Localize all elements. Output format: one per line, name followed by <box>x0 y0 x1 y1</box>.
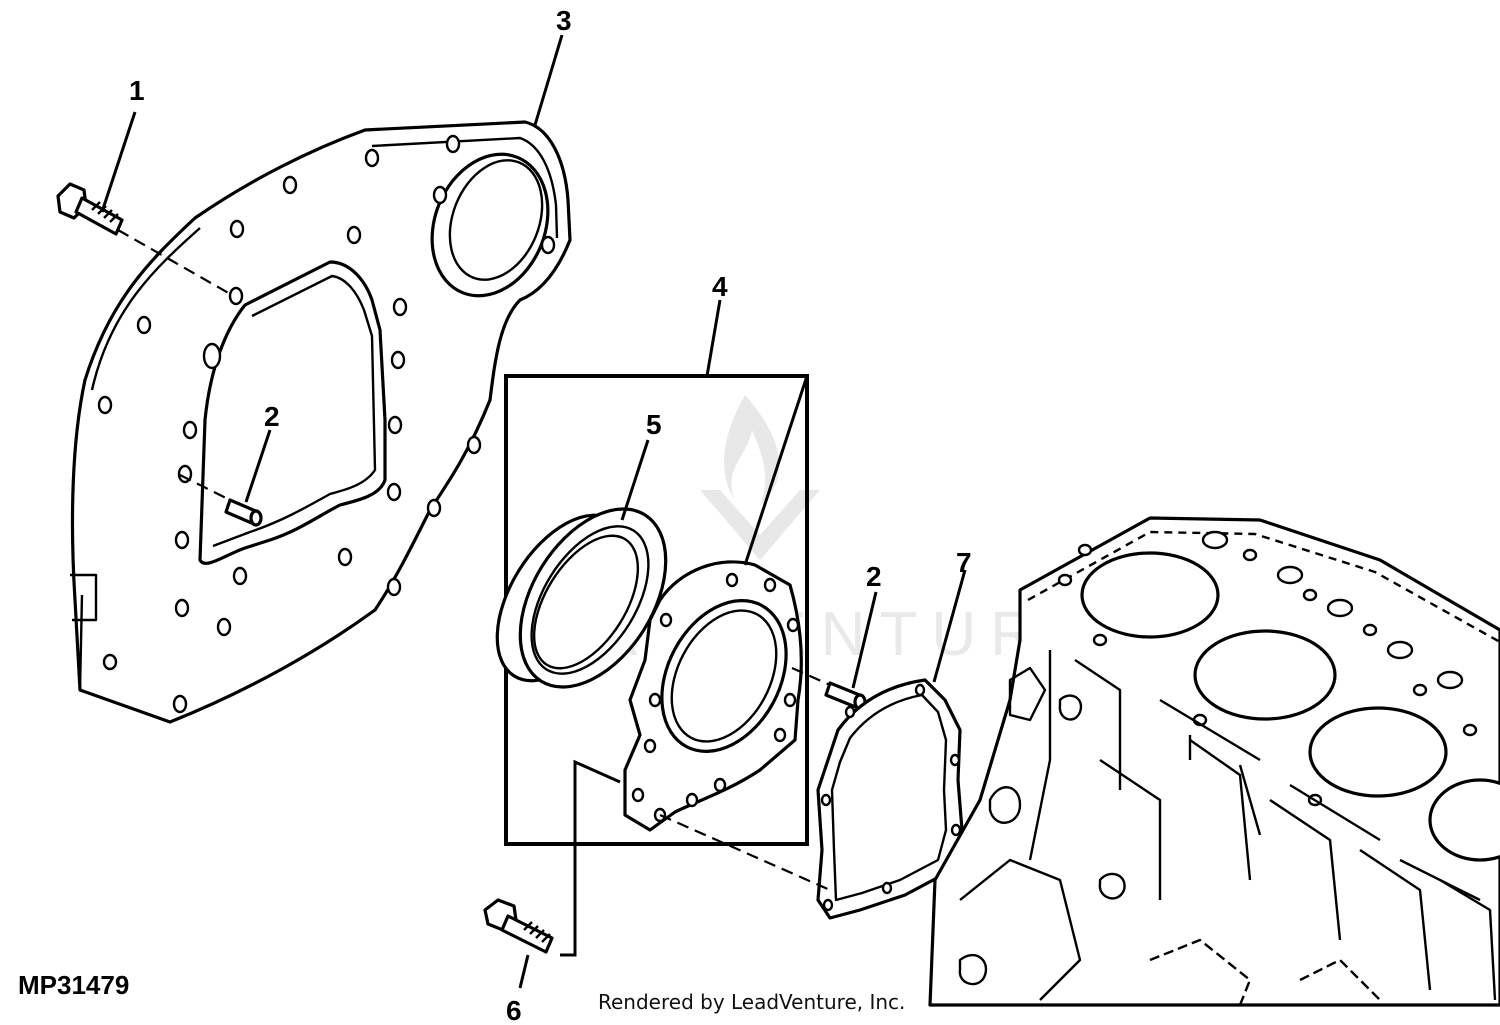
callout-2-lower: 2 <box>866 561 882 592</box>
dowel-pin-upper <box>224 498 263 527</box>
callout-7: 7 <box>956 547 972 578</box>
render-credit: Rendered by LeadVenture, Inc. <box>598 990 905 1014</box>
leader-lines <box>100 34 967 989</box>
flywheel-housing-plate <box>70 120 572 724</box>
leader-1 <box>100 111 137 213</box>
callout-1: 1 <box>129 75 145 106</box>
callout-5: 5 <box>646 409 662 440</box>
seal-housing <box>623 560 803 832</box>
leader-6 <box>518 954 530 989</box>
leader-4-diag <box>743 375 809 566</box>
plate-bolt-holes <box>97 134 556 714</box>
leader-4 <box>705 299 722 377</box>
screw-1-centerline <box>117 229 233 296</box>
gasket-7 <box>816 678 964 920</box>
pin-upper-centerline <box>179 474 231 501</box>
leader-2a <box>244 429 272 503</box>
engine-block <box>928 516 1500 1007</box>
leader-3 <box>533 34 564 126</box>
figure-code: MP31479 <box>18 970 129 1000</box>
dowel-pin-lower <box>824 681 867 711</box>
leader-7 <box>932 569 967 683</box>
pin-lower-centerline <box>791 666 831 687</box>
callout-6: 6 <box>506 995 522 1025</box>
callout-2-upper: 2 <box>264 401 280 432</box>
cap-screw-1 <box>56 182 124 236</box>
leader-2b <box>851 591 878 689</box>
callout-3: 3 <box>556 5 572 36</box>
cap-screw-6 <box>483 898 554 954</box>
leader-6-route <box>560 759 621 957</box>
callout-4: 4 <box>712 271 728 302</box>
rear-oil-seal <box>495 507 668 689</box>
housing-bolt-centerline <box>659 813 831 892</box>
callouts: 1 2 3 4 5 2 7 6 <box>129 5 972 1025</box>
leader-5 <box>620 439 650 521</box>
